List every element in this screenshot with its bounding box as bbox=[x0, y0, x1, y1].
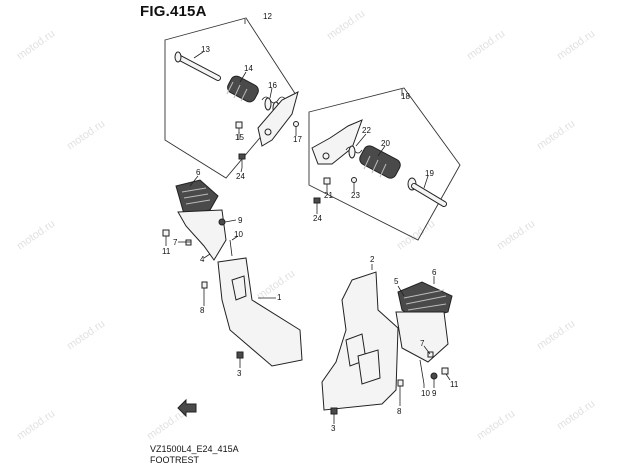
watermark-layer: motod.ru motod.ru motod.ru motod.ru moto… bbox=[15, 8, 597, 443]
callout-16: 16 bbox=[268, 81, 277, 90]
figure-code: VZ1500L4_E24_415A bbox=[150, 444, 239, 454]
callout-13: 13 bbox=[201, 45, 210, 54]
watermark: motod.ru bbox=[535, 318, 577, 353]
nut-11-right bbox=[441, 367, 449, 375]
callout-1: 1 bbox=[277, 293, 282, 302]
pin-10-left bbox=[229, 239, 233, 257]
bolt-24-top bbox=[238, 153, 246, 168]
bolt-21 bbox=[323, 177, 331, 189]
bracket-1 bbox=[217, 257, 303, 367]
bolt-9-left bbox=[218, 218, 226, 226]
callout-19: 19 bbox=[425, 169, 434, 178]
callout-8-right: 8 bbox=[397, 407, 402, 416]
callout-20: 20 bbox=[381, 139, 390, 148]
callout-7-left: 7 bbox=[173, 238, 178, 247]
callout-9-right: 9 bbox=[432, 389, 437, 398]
callout-18: 18 bbox=[401, 92, 410, 101]
bolt-7-right bbox=[427, 351, 434, 358]
bolt-3-right bbox=[330, 407, 338, 420]
callout-11-right: 11 bbox=[450, 380, 459, 389]
watermark: motod.ru bbox=[15, 408, 57, 443]
nut-11-left bbox=[162, 229, 170, 237]
watermark: motod.ru bbox=[65, 318, 107, 353]
pin-13 bbox=[174, 51, 221, 81]
callout-3-right: 3 bbox=[331, 424, 336, 433]
bolt-8-right bbox=[397, 379, 404, 404]
callout-5: 5 bbox=[394, 277, 399, 286]
bracket-right bbox=[257, 91, 299, 147]
bolt-24-bottom bbox=[313, 197, 321, 210]
rubber-20 bbox=[359, 145, 401, 179]
watermark: motod.ru bbox=[145, 408, 187, 443]
watermark: motod.ru bbox=[325, 8, 367, 43]
callout-2: 2 bbox=[370, 255, 375, 264]
callout-17: 17 bbox=[293, 135, 302, 144]
bolt-15 bbox=[235, 121, 243, 133]
watermark: motod.ru bbox=[65, 118, 107, 153]
assembly-frame-12 bbox=[164, 17, 297, 179]
figure-name: FOOTREST bbox=[150, 455, 199, 465]
callout-24-top: 24 bbox=[236, 172, 245, 181]
callout-10-right: 10 bbox=[421, 389, 430, 398]
callout-7-right: 7 bbox=[420, 339, 425, 348]
callout-4: 4 bbox=[200, 255, 205, 264]
callout-23: 23 bbox=[351, 191, 360, 200]
pin-10-right bbox=[419, 359, 425, 385]
bolt-8-left bbox=[201, 281, 208, 300]
callout-8-left: 8 bbox=[200, 306, 205, 315]
rubber-14 bbox=[226, 75, 259, 103]
callout-24-bottom: 24 bbox=[313, 214, 322, 223]
watermark: motod.ru bbox=[555, 398, 597, 433]
bracket-2 bbox=[321, 271, 399, 411]
watermark: motod.ru bbox=[495, 218, 537, 253]
watermark: motod.ru bbox=[15, 28, 57, 63]
bolt-7-left bbox=[185, 239, 192, 246]
callout-11-left: 11 bbox=[162, 247, 171, 256]
callout-9-left: 9 bbox=[238, 216, 243, 225]
pin-19 bbox=[411, 183, 447, 207]
watermark: motod.ru bbox=[465, 28, 507, 63]
callout-12: 12 bbox=[263, 12, 272, 21]
callout-14: 14 bbox=[244, 64, 253, 73]
callout-6-left: 6 bbox=[196, 168, 201, 177]
bolt-9-right bbox=[430, 372, 438, 380]
bolt-3-left bbox=[236, 351, 244, 364]
watermark: motod.ru bbox=[15, 218, 57, 253]
leader-lines bbox=[165, 51, 451, 424]
spring-22 bbox=[345, 145, 363, 159]
callout-10-left: 10 bbox=[234, 230, 243, 239]
figure-title: FIG.415A bbox=[140, 3, 207, 20]
front-arrow-icon bbox=[177, 398, 197, 418]
watermark: motod.ru bbox=[555, 28, 597, 63]
clip-17 bbox=[293, 121, 299, 127]
watermark: motod.ru bbox=[475, 408, 517, 443]
clip-23 bbox=[351, 177, 357, 183]
footrest-peg-right bbox=[395, 281, 453, 363]
callout-3-left: 3 bbox=[237, 369, 242, 378]
bracket-left bbox=[311, 119, 363, 165]
footrest-peg-left bbox=[175, 179, 227, 261]
callout-22: 22 bbox=[362, 126, 371, 135]
callout-21: 21 bbox=[324, 191, 333, 200]
callout-6-right: 6 bbox=[432, 268, 437, 277]
callout-15: 15 bbox=[235, 133, 244, 142]
callout-labels: 12 13 14 16 15 17 24 18 22 20 19 21 23 2… bbox=[162, 12, 459, 433]
watermark: motod.ru bbox=[535, 118, 577, 153]
watermark: motod.ru bbox=[395, 218, 437, 253]
